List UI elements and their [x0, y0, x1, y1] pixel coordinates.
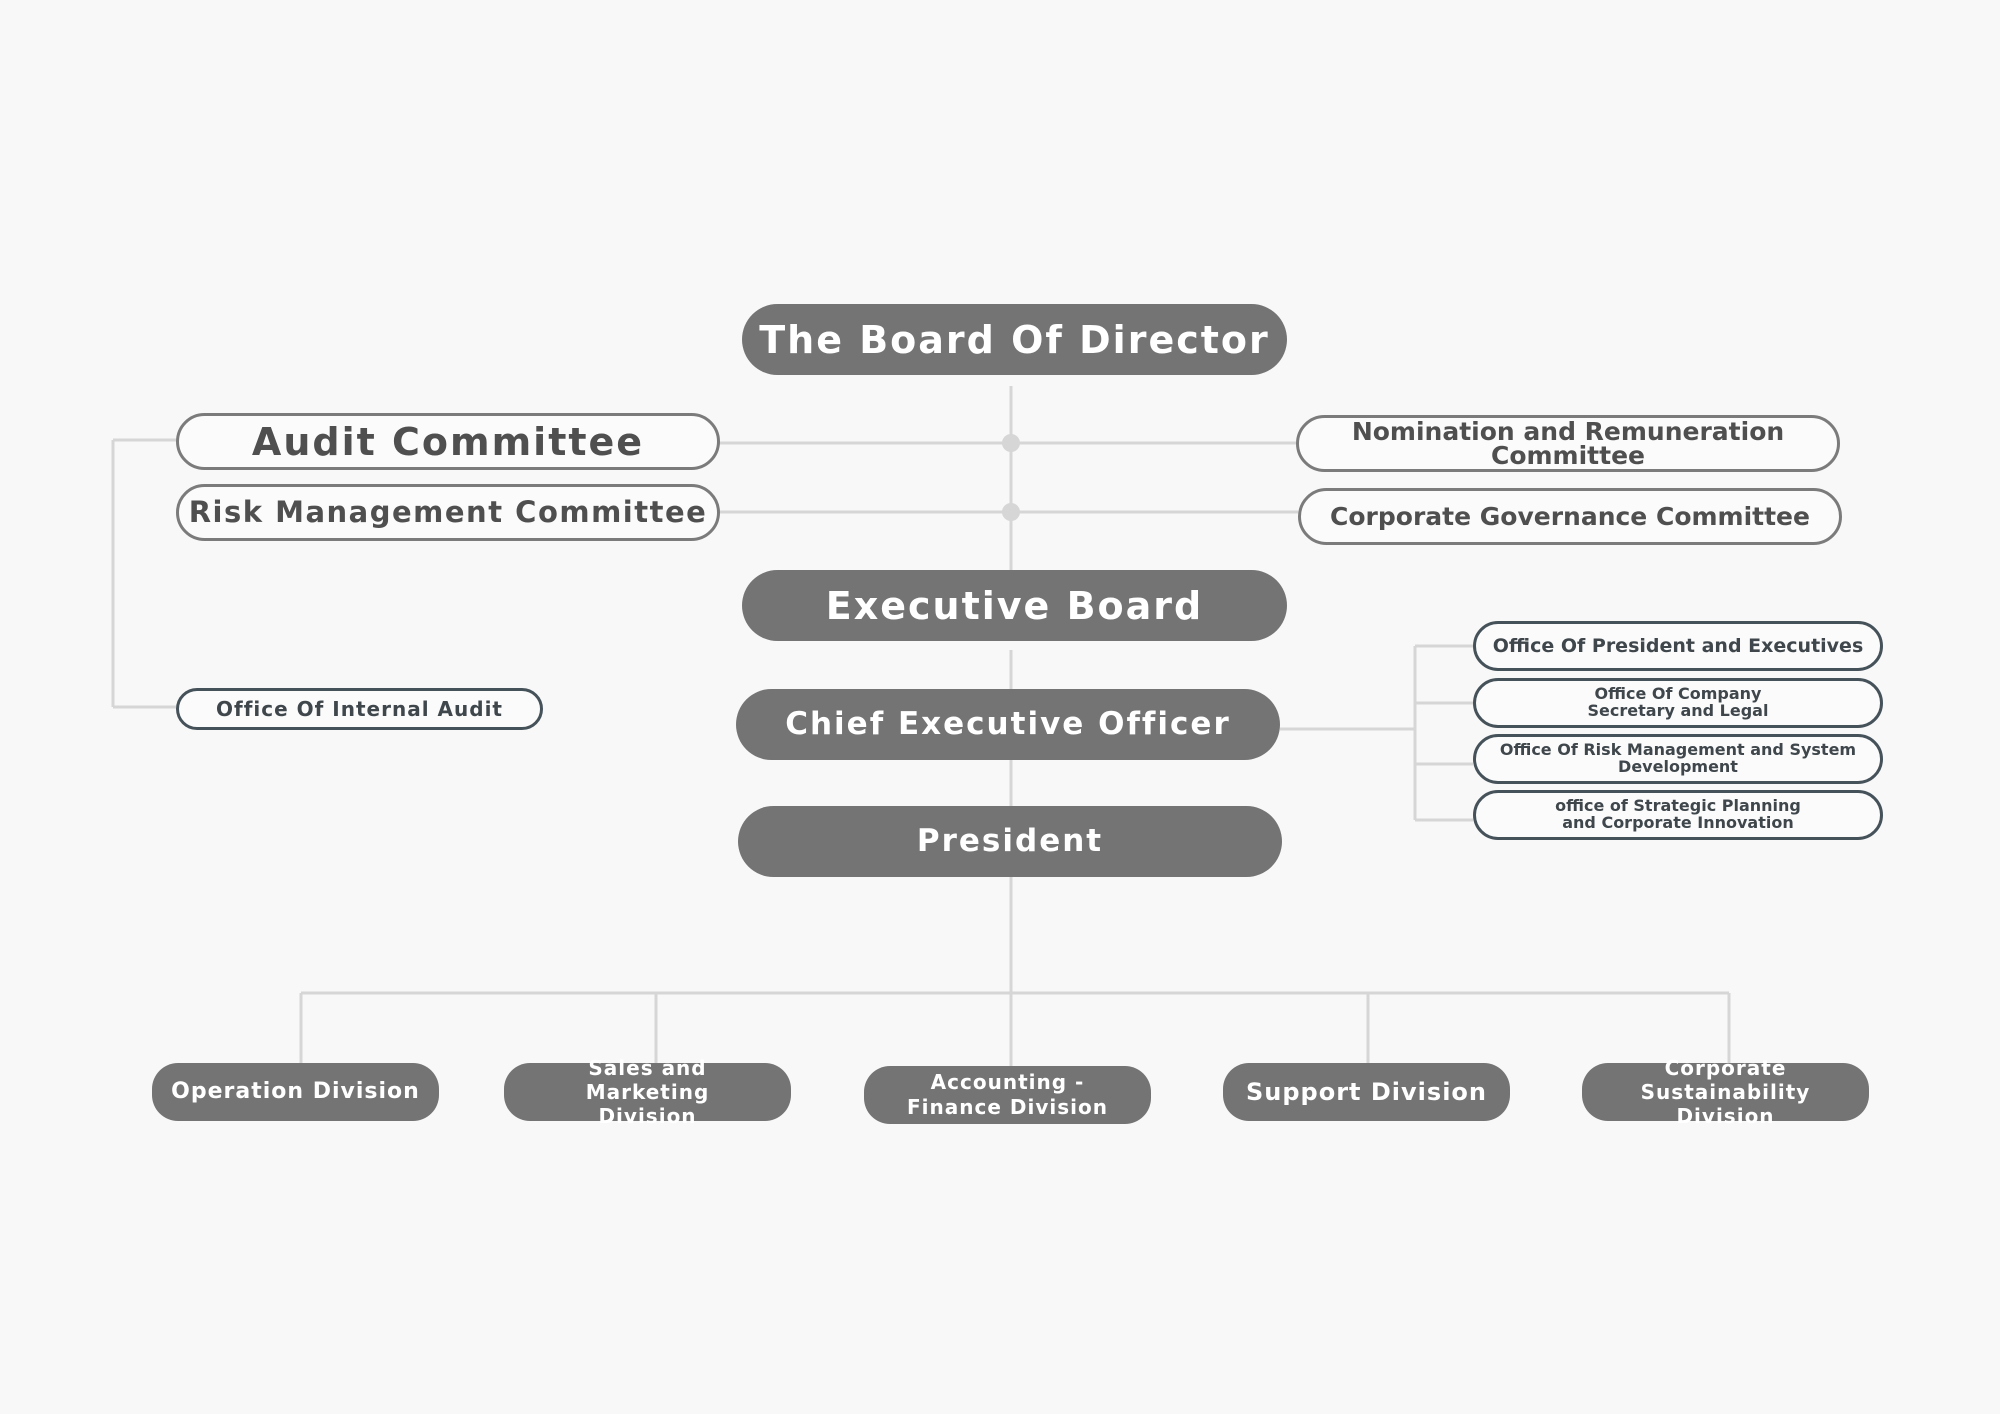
accounting-finance-division-node[interactable]: Accounting - Finance Division [864, 1066, 1151, 1124]
junction-dot-1 [1002, 434, 1020, 452]
office-internal-audit-node[interactable]: Office Of Internal Audit [176, 688, 543, 730]
office-strategic-planning-node[interactable]: office of Strategic Planning and Corpora… [1473, 790, 1883, 840]
office-risk-management-node[interactable]: Office Of Risk Management and System Dev… [1473, 734, 1883, 784]
president-node[interactable]: President [738, 806, 1282, 877]
ceo-node[interactable]: Chief Executive Officer [736, 689, 1280, 760]
office-company-secretary-node[interactable]: Office Of Company Secretary and Legal [1473, 678, 1883, 728]
support-division-node[interactable]: Support Division [1223, 1063, 1510, 1121]
sales-marketing-division-node[interactable]: Sales and Marketing Division [504, 1056, 791, 1128]
nomination-remuneration-committee-node[interactable]: Nomination and Remuneration Committee [1296, 415, 1840, 472]
junction-dot-2 [1002, 503, 1020, 521]
board-of-director-node[interactable]: The Board Of Director [742, 304, 1287, 375]
office-president-executives-node[interactable]: Office Of President and Executives [1473, 621, 1883, 671]
audit-committee-node[interactable]: Audit Committee [176, 413, 720, 470]
operation-division-node[interactable]: Operation Division [152, 1063, 439, 1121]
corporate-sustainability-division-node[interactable]: Corporate Sustainability Division [1582, 1056, 1869, 1128]
executive-board-node[interactable]: Executive Board [742, 570, 1287, 641]
corporate-governance-committee-node[interactable]: Corporate Governance Committee [1298, 488, 1842, 545]
risk-management-committee-node[interactable]: Risk Management Committee [176, 484, 720, 541]
